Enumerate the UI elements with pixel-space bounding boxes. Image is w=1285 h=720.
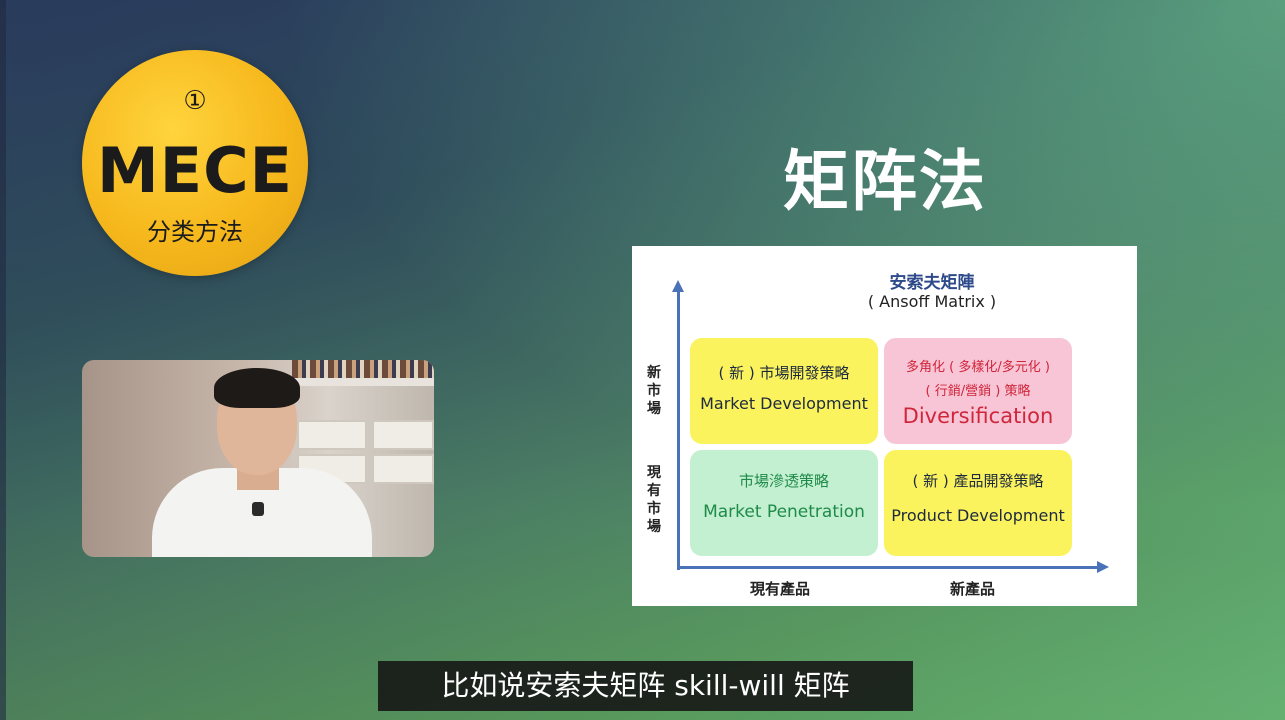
- cell-en-label: Market Development: [700, 394, 868, 413]
- presenter-hair: [214, 368, 300, 408]
- badge-subtitle: 分类方法: [147, 218, 243, 246]
- mece-badge: ① MECE 分类方法: [82, 50, 308, 276]
- badge-title: MECE: [97, 134, 293, 207]
- matrix-title: 安索夫矩陣: [889, 273, 975, 293]
- x-label-new-product: 新產品: [950, 580, 996, 598]
- x-axis-arrow-icon: [1097, 561, 1109, 573]
- subtitle-caption: 比如说安索夫矩阵 skill-will 矩阵: [378, 661, 913, 711]
- cell-cn-label: 市場滲透策略: [738, 472, 829, 490]
- window-edge: [0, 0, 6, 720]
- shelf: [282, 378, 434, 386]
- cell-cn-label-2: ( 行銷/營銷 ) 策略: [925, 384, 1031, 399]
- cell-diversification: 多角化 ( 多樣化/多元化 ) ( 行銷/營銷 ) 策略 Diversifica…: [884, 338, 1072, 444]
- cell-cn-label: ( 新 ) 市場開發策略: [718, 364, 850, 382]
- cell-en-label: Product Development: [891, 506, 1065, 525]
- matrix-subtitle: ( Ansoff Matrix ): [867, 292, 997, 311]
- cell-en-label: Diversification: [902, 404, 1054, 428]
- x-axis: [677, 566, 1097, 569]
- cell-en-label: Market Penetration: [703, 502, 865, 522]
- y-label-new-market: 新市場: [647, 365, 661, 417]
- badge-number: ①: [183, 86, 207, 116]
- drawer: [372, 454, 434, 484]
- cell-market-penetration: 市場滲透策略 Market Penetration: [690, 450, 878, 556]
- cell-market-development: ( 新 ) 市場開發策略 Market Development: [690, 338, 878, 444]
- lapel-mic-icon: [252, 502, 264, 516]
- y-axis-arrow-icon: [672, 280, 684, 292]
- slide-title: 矩阵法: [783, 143, 987, 220]
- drawer: [372, 420, 434, 450]
- cell-cn-label: ( 新 ) 產品開發策略: [912, 472, 1044, 490]
- cell-product-development: ( 新 ) 產品開發策略 Product Development: [884, 450, 1072, 556]
- bookshelf: [292, 360, 434, 378]
- drawer: [297, 420, 367, 450]
- cell-cn-label: 多角化 ( 多樣化/多元化 ): [906, 360, 1050, 375]
- y-axis: [677, 288, 680, 570]
- webcam-video: [82, 360, 434, 557]
- ansoff-matrix-figure: 安索夫矩陣 ( Ansoff Matrix ) 新市場 現有市場 現有產品 新產…: [632, 246, 1137, 606]
- x-label-existing-product: 現有產品: [750, 580, 811, 598]
- y-label-existing-market: 現有市場: [647, 465, 661, 535]
